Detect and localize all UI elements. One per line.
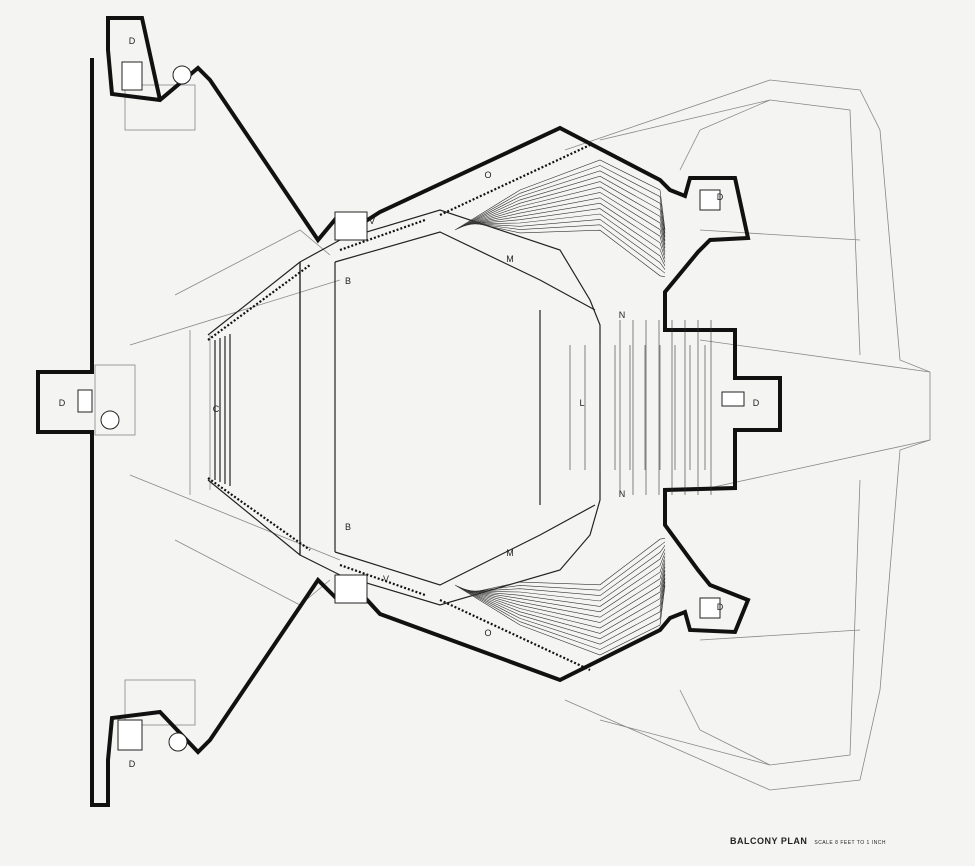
seat-row-upper: [454, 159, 666, 231]
room-labels: D D D D D D B B C V V M M O O L N N: [59, 36, 760, 769]
seat-row-lower: [463, 559, 666, 618]
seat-row-upper: [470, 221, 666, 278]
seat-row-lower: [470, 537, 666, 594]
seat-row-lower: [462, 563, 666, 623]
scale-note: SCALE 8 FEET TO 1 INCH: [814, 840, 886, 846]
seat-row-lower: [454, 584, 666, 656]
projection-lines: [94, 79, 931, 791]
seat-row-upper: [468, 219, 666, 270]
label-d-top: D: [129, 36, 136, 46]
label-b-top: B: [345, 276, 351, 286]
seat-row-upper: [469, 222, 666, 274]
label-l: L: [579, 398, 584, 408]
seat-row-lower: [465, 552, 666, 607]
seat-row-lower: [460, 566, 666, 629]
seat-row-upper: [459, 181, 666, 245]
label-b-bottom: B: [345, 522, 351, 532]
label-o-bottom: O: [484, 628, 491, 638]
label-c: C: [213, 404, 220, 414]
label-d-upper-right: D: [717, 192, 724, 202]
label-v-bottom: V: [383, 574, 389, 584]
label-d-left: D: [59, 398, 66, 408]
seat-row-lower: [464, 556, 666, 613]
stair-blocks: [77, 61, 745, 752]
seat-row-lower: [457, 577, 666, 645]
seat-row-lower: [469, 541, 666, 593]
seat-row-lower: [468, 545, 666, 596]
seat-row-lower: [466, 548, 666, 602]
label-d-lower-right: D: [717, 602, 724, 612]
seat-row-lower: [459, 570, 666, 634]
seating-rows: [454, 159, 712, 656]
seat-row-upper: [456, 165, 666, 234]
label-n-bottom: N: [619, 489, 626, 499]
hatched-parapets: [207, 144, 591, 671]
seat-row-lower: [456, 581, 666, 650]
plan-title-block: BALCONY PLAN SCALE 8 FEET TO 1 INCH: [730, 836, 886, 846]
label-v-top: V: [369, 216, 375, 226]
label-o-top: O: [484, 170, 491, 180]
plan-title: BALCONY PLAN: [730, 836, 808, 846]
label-d-right: D: [753, 398, 760, 408]
seat-row-upper: [462, 192, 666, 252]
label-n-top: N: [619, 310, 626, 320]
seat-row-upper: [465, 208, 666, 263]
seat-row-upper: [463, 197, 666, 256]
seat-row-upper: [457, 170, 666, 238]
seat-row-upper: [466, 213, 666, 267]
seat-row-upper: [460, 186, 666, 249]
label-d-bottom: D: [129, 759, 136, 769]
seat-row-upper: [464, 202, 666, 259]
label-m-bottom: M: [506, 548, 514, 558]
auditorium-outline: [207, 209, 601, 606]
label-m-top: M: [506, 254, 514, 264]
seat-row-upper: [458, 175, 666, 241]
seat-row-lower: [458, 574, 666, 640]
